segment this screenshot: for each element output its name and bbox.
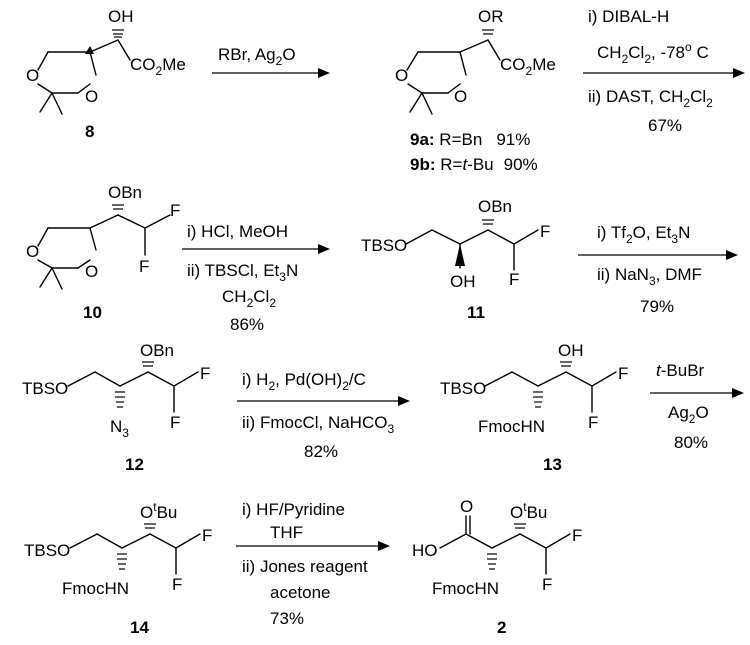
reagent-label: ii) TBSCl, Et3N [187,261,298,284]
fluorine-label: F [572,526,582,545]
compound-number: 11 [467,303,485,322]
compound-number: 14 [130,618,149,637]
reaction-arrow-5: i) H2, Pd(OH)2/C ii) FmocCl, NaHCO3 82% [237,370,410,461]
otbu-label: OtBu [510,500,547,522]
ring-oxygen-label: O [85,262,98,281]
yield-label: 79% [640,297,674,316]
obn-label: OBn [478,197,512,216]
azide-label: N3 [110,417,129,440]
yield-label: 80% [674,433,708,452]
reagent-label: t-BuBr [656,361,705,380]
compound-number: 12 [125,455,144,474]
compound-number: 8 [85,122,94,141]
fluorine-label: F [200,364,210,383]
reagent-label: CH2Cl2, -78o C [597,40,709,66]
yield-label: 82% [304,442,338,461]
reagent-label: CH2Cl2 [222,287,276,310]
fmoc-amine-label: FmocHN [478,417,545,436]
fluorine-label: F [618,364,628,383]
obn-label: OBn [108,183,142,202]
hydroxyl-label: HO [412,541,438,560]
ring-oxygen-label: O [26,242,39,261]
compound-14: OtBu TBSO FmocHN F F 14 [24,500,212,637]
reagent-label: ii) FmocCl, NaHCO3 [242,413,394,436]
compound-10: OBn F F O O 10 [26,183,180,322]
ring-oxygen-label: O [395,66,408,85]
compound-13: OH TBSO FmocHN F F 13 [440,341,628,474]
ring-oxygen-label: O [26,66,39,85]
obn-label: OBn [140,341,174,360]
fluorine-label: F [542,575,552,594]
fluorine-label: F [588,413,598,432]
reaction-arrow-7: i) HF/Pyridine THF ii) Jones reagent ace… [236,500,390,628]
yield-label: 67% [648,116,682,135]
compound-11: OBn TBSO OH F F 11 [361,197,550,322]
yield-label: 86% [230,315,264,334]
reagent-label: i) H2, Pd(OH)2/C [242,370,366,393]
reagent-label: THF [270,523,303,542]
compound-number: 2 [497,618,506,637]
reagent-label: i) Tf2O, Et3N [597,223,690,246]
ring-oxygen-label: O [85,87,98,106]
fluorine-label: F [509,270,519,289]
fluorine-label: F [202,526,212,545]
reaction-arrow-4: i) Tf2O, Et3N ii) NaN3, DMF 79% [578,223,738,316]
hydroxyl-label: OH [450,272,476,291]
stereo-wedge [85,46,94,54]
reagent-label: ii) NaN3, DMF [597,265,702,288]
fluorine-label: F [139,257,149,276]
tbso-label: TBSO [24,541,70,560]
reagent-label: ii) Jones reagent [242,557,368,576]
compound-12: OBn TBSO N3 F F 12 [22,341,210,474]
reaction-arrow-1: RBr, Ag2O [212,45,330,78]
tbso-label: TBSO [22,379,68,398]
reaction-arrow-2: i) DIBAL-H CH2Cl2, -78o C ii) DAST, CH2C… [583,7,745,135]
tbso-label: TBSO [440,379,486,398]
reagent-label: acetone [270,583,331,602]
ring-oxygen-label: O [454,87,467,106]
hydroxyl-label: OH [108,7,134,26]
fluorine-label: F [170,201,180,220]
fluorine-label: F [170,413,180,432]
reagent-label: i) DIBAL-H [588,7,669,26]
reagent-label: i) HCl, MeOH [187,222,288,241]
reagent-label: Ag2O [668,403,709,426]
hydroxyl-label: OH [558,341,584,360]
ester-label: CO2Me [500,55,556,78]
fluorine-label: F [540,222,550,241]
fmoc-amine-label: FmocHN [62,579,129,598]
carbonyl-oxygen-label: O [460,497,473,516]
reagent-label: i) HF/Pyridine [242,500,345,519]
fmoc-amine-label: FmocHN [432,579,499,598]
or-label: OR [478,7,504,26]
yield-label: 73% [270,609,304,628]
reaction-arrow-3: i) HCl, MeOH ii) TBSCl, Et3N CH2Cl2 86% [182,222,330,334]
tbso-label: TBSO [361,236,407,255]
compound-2: OtBu O HO FmocHN F F 2 [412,497,582,637]
reaction-arrow-6: t-BuBr Ag2O 80% [650,361,744,452]
otbu-label: OtBu [140,500,177,522]
compound-number: 13 [543,455,562,474]
fluorine-label: F [172,575,182,594]
reagent-label: ii) DAST, CH2Cl2 [588,87,713,110]
reagent-label: RBr, Ag2O [218,45,296,68]
ester-label: CO2Me [130,55,186,78]
compound-number: 10 [83,303,102,322]
compound-8: OH O O CO2Me 8 [26,7,186,141]
